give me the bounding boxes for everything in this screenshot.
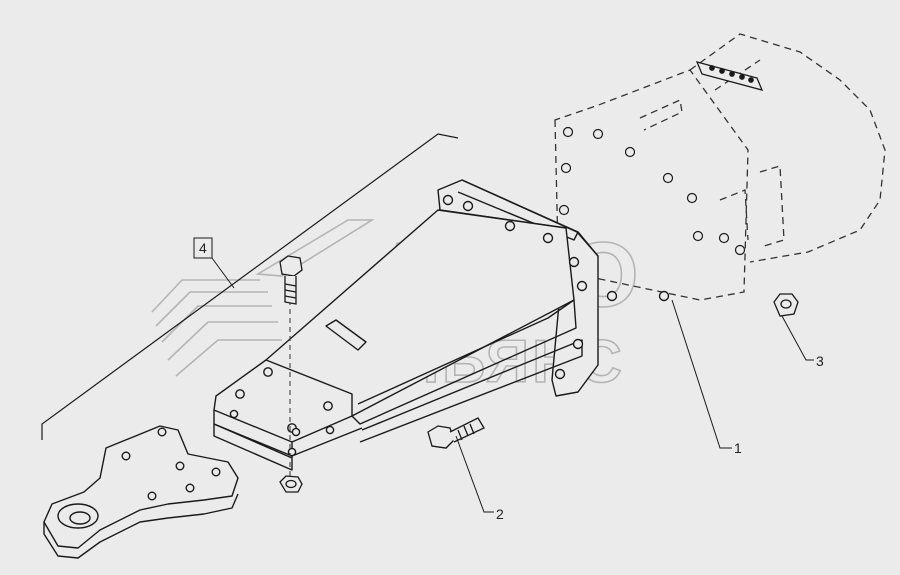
leader-2: [455, 435, 494, 513]
callout-3: 3: [816, 353, 824, 369]
callout-2: 2: [496, 506, 504, 522]
part-2-bolt: [427, 417, 485, 449]
lower-nut: [279, 475, 303, 493]
callout-1: 1: [734, 440, 742, 456]
callout-4: 4: [199, 240, 207, 256]
leader-3: [781, 315, 814, 361]
callouts: 1 2 3 4: [193, 237, 824, 522]
connector-strip: [695, 61, 764, 91]
group-boundary-line: [41, 133, 459, 440]
leader-1: [671, 299, 732, 449]
upper-bolt: [279, 255, 303, 305]
leader-4: [211, 257, 235, 289]
callout-4-box: [193, 237, 213, 259]
part-3-nut: [773, 293, 799, 317]
part-1-drawbar-bracket: [213, 179, 670, 471]
tractor-housing: [554, 33, 886, 301]
leader-lines: [211, 257, 814, 513]
watermark-logo-stripes: [151, 219, 375, 377]
part-4-hitch-plate: [43, 425, 239, 559]
